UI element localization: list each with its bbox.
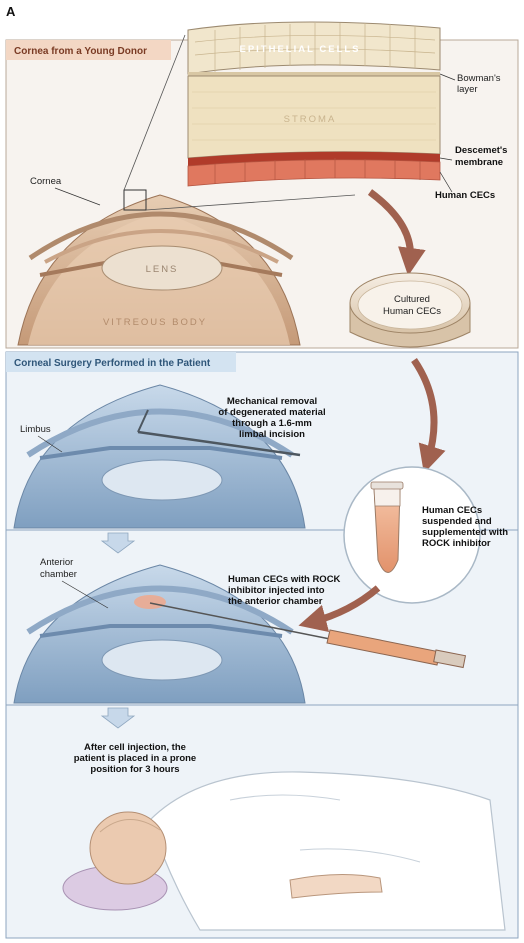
injected-label-1: Human CECs with ROCK: [228, 574, 341, 585]
suspended-label-4: ROCK inhibitor: [422, 538, 491, 549]
injected-label-3: the anterior chamber: [228, 596, 323, 607]
anterior-label-1: Anterior: [40, 557, 73, 568]
descemet-label-2: membrane: [455, 157, 503, 168]
panel-label: A: [6, 4, 16, 19]
descemet-label-1: Descemet's: [455, 145, 507, 156]
bowman-label-2: layer: [457, 84, 478, 95]
corneal-layers: EPITHELIAL CELLS STROMA: [188, 22, 440, 186]
anterior-label-2: chamber: [40, 569, 77, 580]
injected-cells: [134, 595, 166, 609]
donor-header: Cornea from a Young Donor: [14, 46, 147, 57]
limbus-label: Limbus: [20, 424, 51, 435]
bowman-label-1: Bowman's: [457, 73, 501, 84]
suspended-label-2: suspended and: [422, 516, 492, 527]
suspended-label-1: Human CECs: [422, 505, 482, 516]
cornea-label: Cornea: [30, 176, 62, 187]
removal-label-2: of degenerated material: [218, 407, 325, 418]
cultured-label-1: Cultured: [394, 294, 430, 305]
vitreous-label: VITREOUS BODY: [103, 317, 207, 328]
prone-label-1: After cell injection, the: [84, 742, 186, 753]
injected-label-2: inhibitor injected into: [228, 585, 325, 596]
prone-label-2: patient is placed in a prone: [74, 753, 196, 764]
cultured-label-2: Human CECs: [383, 306, 441, 317]
human-cecs-label: Human CECs: [435, 190, 495, 201]
removal-label-3: through a 1.6-mm: [232, 418, 312, 429]
lens-label: LENS: [146, 264, 179, 275]
petri-dish: Cultured Human CECs: [350, 273, 470, 347]
removal-label-4: limbal incision: [239, 429, 305, 440]
stroma-label: STROMA: [284, 114, 337, 125]
epithelial-label: EPITHELIAL CELLS: [239, 44, 360, 55]
suspended-label-3: supplemented with: [422, 527, 508, 538]
removal-label-1: Mechanical removal: [227, 396, 317, 407]
patient-body: [150, 772, 505, 930]
prone-label-3: position for 3 hours: [90, 764, 179, 775]
patient-head: [90, 812, 166, 884]
surgery-header: Corneal Surgery Performed in the Patient: [14, 358, 211, 369]
